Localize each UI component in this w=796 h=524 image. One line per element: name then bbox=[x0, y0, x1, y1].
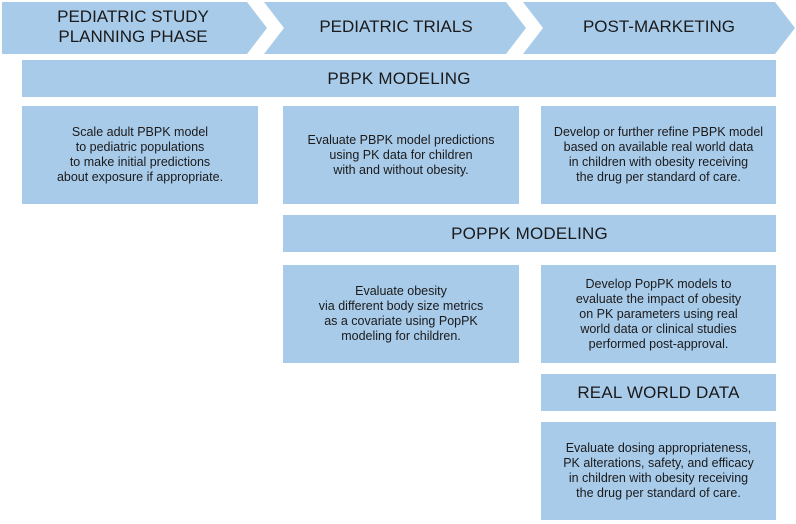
chevron-post-marketing bbox=[523, 2, 795, 54]
phase-chevrons bbox=[2, 2, 795, 54]
pbpk-planning-box: Scale adult PBPK model to pediatric popu… bbox=[22, 106, 258, 204]
poppk-header: POPPK MODELING bbox=[283, 215, 776, 252]
pbpk-post-marketing-box: Develop or further refine PBPK model bas… bbox=[541, 106, 776, 204]
phase-label-post-marketing: POST-MARKETING bbox=[582, 17, 736, 36]
phase-label-trials: PEDIATRIC TRIALS bbox=[319, 17, 473, 36]
poppk-trials-box: Evaluate obesity via different body size… bbox=[283, 265, 519, 363]
chevron-trials bbox=[264, 2, 526, 54]
chevron-planning bbox=[2, 2, 267, 54]
pbpk-header: PBPK MODELING bbox=[22, 60, 776, 97]
pbpk-trials-box: Evaluate PBPK model predictions using PK… bbox=[283, 106, 519, 204]
phase-banner bbox=[0, 0, 796, 56]
poppk-post-marketing-box: Develop PopPK models to evaluate the imp… bbox=[541, 265, 776, 363]
phase-label-planning: PEDIATRIC STUDY PLANNING PHASE bbox=[57, 7, 209, 46]
rwd-header: REAL WORLD DATA bbox=[541, 374, 776, 411]
rwd-box: Evaluate dosing appropriateness, PK alte… bbox=[541, 422, 776, 520]
